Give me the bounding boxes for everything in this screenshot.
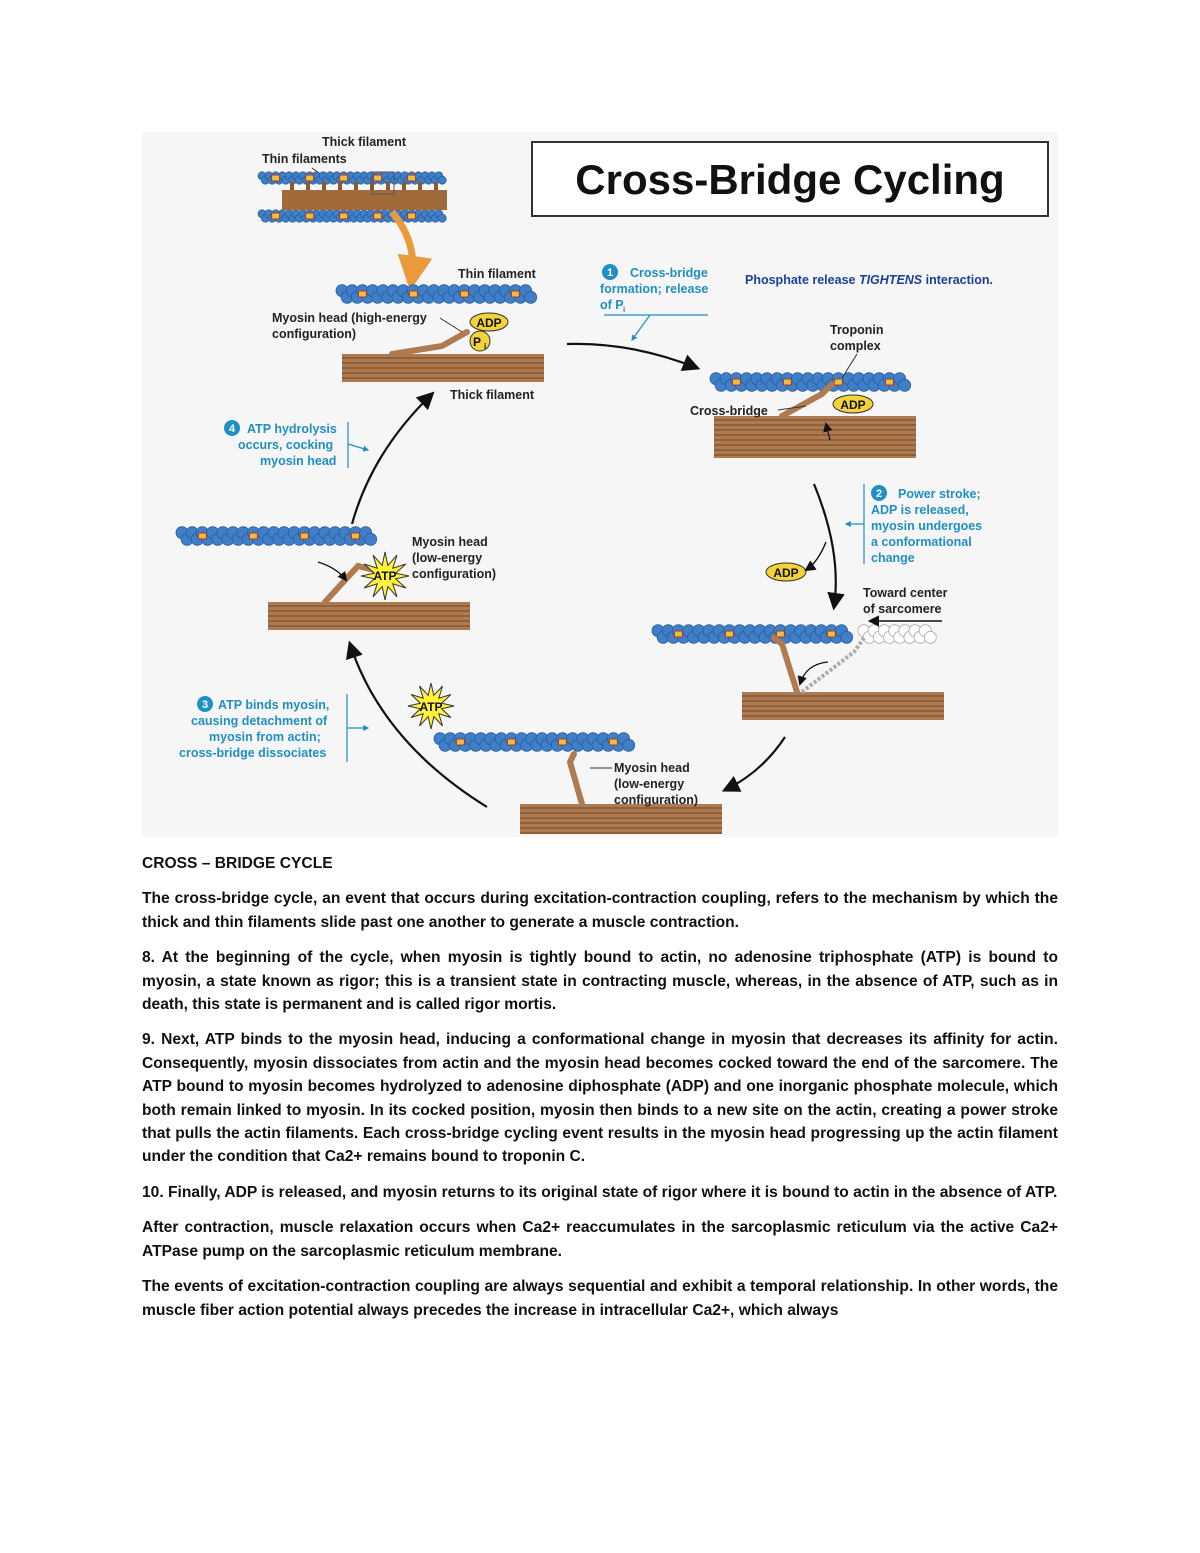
myosin-head xyxy=(322,562,377,605)
svg-text:ATP hydrolysis: ATP hydrolysis xyxy=(247,422,337,436)
actin-filament xyxy=(433,732,636,752)
svg-text:4: 4 xyxy=(229,423,236,435)
svg-text:of P: of P xyxy=(600,298,624,312)
step-3-callout: 3 ATP binds myosin, causing detachment o… xyxy=(179,694,370,762)
svg-text:myosin from actin;: myosin from actin; xyxy=(209,730,321,744)
svg-text:ATP: ATP xyxy=(419,700,442,714)
actin-filament xyxy=(857,624,937,644)
text-body: CROSS – BRIDGE CYCLE The cross-bridge cy… xyxy=(142,852,1058,1334)
toward-center-label-2: of sarcomere xyxy=(863,602,942,616)
myosin-head-low-bottom-3: configuration) xyxy=(614,793,698,807)
cross-bridge-label: Cross-bridge xyxy=(690,404,768,418)
svg-text:ATP: ATP xyxy=(373,569,396,583)
thin-filament-label: Thin filament xyxy=(458,267,537,281)
svg-text:a conformational: a conformational xyxy=(871,535,972,549)
sarcomere-thumbnail: Thick filament Thin filaments xyxy=(257,135,447,291)
title-box: Cross-Bridge Cycling xyxy=(531,141,1049,217)
svg-text:Cross-bridge: Cross-bridge xyxy=(630,266,708,280)
phosphate-note: Phosphate release TIGHTENS interaction. xyxy=(745,273,993,287)
actin-filament xyxy=(651,624,854,644)
thick-filament-block xyxy=(520,804,722,834)
svg-text:i: i xyxy=(623,305,625,314)
svg-text:myosin undergoes: myosin undergoes xyxy=(871,519,982,533)
myosin-head-low-bottom-1: Myosin head xyxy=(614,761,690,775)
thick-filament-block xyxy=(268,602,470,630)
svg-text:2: 2 xyxy=(876,488,882,500)
thick-filament-block xyxy=(714,416,916,458)
myosin-head-high-label-1: Myosin head (high-energy xyxy=(272,311,427,325)
actin-filament xyxy=(257,171,447,185)
filament-panels xyxy=(175,284,944,834)
atp-burst-left: ATP xyxy=(360,551,410,601)
svg-text:P: P xyxy=(473,335,481,349)
svg-text:occurs, cocking: occurs, cocking xyxy=(238,438,333,452)
myosin-head xyxy=(771,635,800,695)
step-1-callout: 1 Cross-bridge formation; release of P i xyxy=(600,264,708,341)
actin-filament xyxy=(257,209,447,223)
step-2-callout: 2 Power stroke; ADP is released, myosin … xyxy=(844,484,982,565)
svg-text:ADP is released,: ADP is released, xyxy=(871,503,969,517)
atp-burst-bottom: ATP xyxy=(407,682,455,730)
step-4-callout: 4 ATP hydrolysis occurs, cocking myosin … xyxy=(224,420,370,468)
thin-filaments-top-label: Thin filaments xyxy=(262,152,347,166)
myosin-head-low-bottom-2: (low-energy xyxy=(614,777,684,791)
troponin-label-2: complex xyxy=(830,339,881,353)
zoom-arrow xyxy=(389,209,433,291)
thumbnail-myosin xyxy=(282,190,447,210)
cycle-arrows xyxy=(346,342,845,808)
section-heading: CROSS – BRIDGE CYCLE xyxy=(142,855,333,872)
svg-text:Power stroke;: Power stroke; xyxy=(898,487,981,501)
myosin-head-low-left-3: configuration) xyxy=(412,567,496,581)
myosin-head-high-label-2: configuration) xyxy=(272,327,356,341)
paragraph-intro: The cross-bridge cycle, an event that oc… xyxy=(142,890,1058,931)
myosin-head xyxy=(566,751,585,807)
figure-title: Cross-Bridge Cycling xyxy=(575,156,1004,203)
myosin-head-low-left-2: (low-energy xyxy=(412,551,482,565)
pi-badge-top: P i xyxy=(469,330,491,352)
thick-filament-block xyxy=(342,354,544,382)
paragraph-8: 8. At the beginning of the cycle, when m… xyxy=(142,949,1058,1014)
toward-center-label-1: Toward center xyxy=(863,586,948,600)
actin-filament xyxy=(175,526,378,546)
paragraph-sequence: The events of excitation-contraction cou… xyxy=(142,1278,1058,1319)
paragraph-relaxation: After contraction, muscle relaxation occ… xyxy=(142,1219,1058,1260)
svg-text:myosin head: myosin head xyxy=(260,454,336,468)
troponin-label-1: Troponin xyxy=(830,323,883,337)
svg-text:i: i xyxy=(484,342,486,351)
thick-filament-top-label: Thick filament xyxy=(322,135,407,149)
myosin-head-low-left-1: Myosin head xyxy=(412,535,488,549)
adp-badge-top: ADP xyxy=(469,312,509,332)
svg-text:ADP: ADP xyxy=(773,566,798,580)
thick-filament-block xyxy=(742,692,944,720)
svg-text:formation; release: formation; release xyxy=(600,282,708,296)
myosin-head xyxy=(389,329,470,357)
paragraph-9: 9. Next, ATP binds to the myosin head, i… xyxy=(142,1031,1058,1166)
adp-badge-right: ADP xyxy=(832,394,874,414)
svg-text:cross-bridge dissociates: cross-bridge dissociates xyxy=(179,746,326,760)
actin-filament xyxy=(709,372,912,392)
myosin-head xyxy=(779,381,835,419)
svg-text:causing detachment of: causing detachment of xyxy=(191,714,328,728)
paragraph-10: 10. Finally, ADP is released, and myosin… xyxy=(142,1183,1058,1201)
svg-text:ATP binds myosin,: ATP binds myosin, xyxy=(218,698,329,712)
adp-badge-released: ADP xyxy=(765,562,807,582)
svg-text:3: 3 xyxy=(202,699,208,711)
thick-filament-label: Thick filament xyxy=(450,388,535,402)
svg-text:change: change xyxy=(871,551,915,565)
svg-text:ADP: ADP xyxy=(476,316,501,330)
svg-text:ADP: ADP xyxy=(840,398,865,412)
actin-filament xyxy=(335,284,538,304)
svg-text:1: 1 xyxy=(607,267,613,279)
cross-bridge-diagram: Cross-Bridge Cycling Thick filament Thin… xyxy=(142,132,1058,837)
